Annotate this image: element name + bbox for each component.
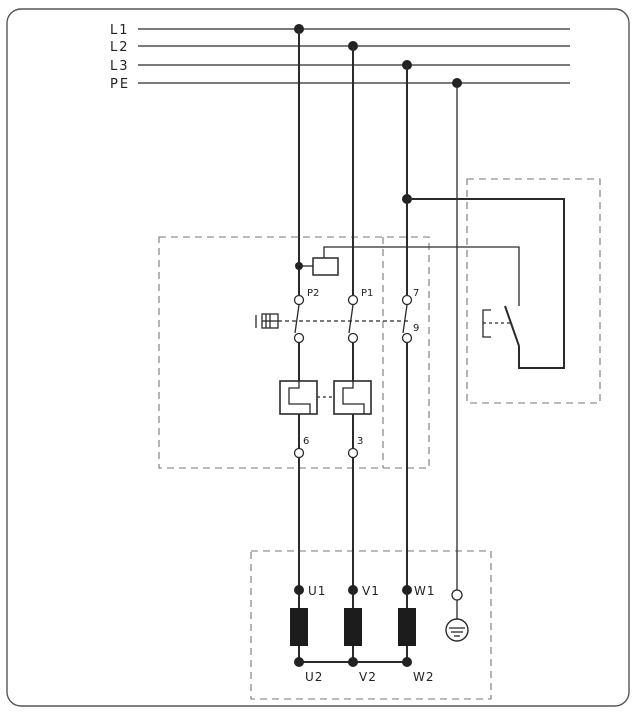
pe-terminal [451,589,463,601]
contact-l1-blade [294,304,300,334]
winding-u-icon [290,608,308,646]
overload-element-l1 [288,381,311,414]
control-circuit [295,194,565,369]
handle-icon [255,313,279,329]
label-p1: P1 [361,288,373,299]
breaker-contacts: P2 P1 7 9 [255,288,419,344]
control-wire-out [407,198,565,369]
earth-terminal [445,589,469,642]
label-u2: U2 [305,670,323,684]
contact-aux-blade [402,304,408,334]
terminal-6 [293,447,305,459]
switch-enclosure [466,178,601,404]
bus-label-pe: PE [110,77,130,92]
contact-aux-top [401,294,413,306]
bus-label-l1: L1 [110,23,130,38]
label-7: 7 [413,288,419,299]
label-9: 9 [413,323,419,334]
terminal-v2 [348,657,358,667]
label-3: 3 [357,436,363,447]
label-6: 6 [303,436,309,447]
coil-icon [312,257,339,276]
terminal-u2 [294,657,304,667]
winding-w-icon [398,608,416,646]
contact-aux-bottom [401,332,413,344]
contact-l2-bottom [347,332,359,344]
supply-bus: L1 L2 L3 PE [110,23,570,92]
label-w1: W1 [414,584,436,598]
label-v1: V1 [362,584,380,598]
ground-icon [445,618,469,642]
bus-label-l2: L2 [110,40,130,55]
terminal-w1 [402,585,412,595]
terminal-3 [347,447,359,459]
motor-enclosure [250,550,492,700]
label-w2: W2 [413,670,435,684]
junction-coil [295,262,303,270]
overload-relays: 6 3 [279,380,372,459]
label-v2: V2 [359,670,377,684]
contact-l2-top [347,294,359,306]
phase-wires [298,29,458,610]
bus-label-l3: L3 [110,59,130,74]
switch-contact-blade [504,305,520,347]
contact-l1-top [293,294,305,306]
motor-windings: U1 V1 W1 U2 V2 W2 [290,584,436,684]
contact-l2-blade [348,304,354,334]
terminal-w2 [402,657,412,667]
label-u1: U1 [308,584,326,598]
control-wire-return [323,246,520,306]
contact-l1-bottom [293,332,305,344]
label-p2: P2 [307,288,319,299]
winding-v-icon [344,608,362,646]
outer-frame [6,8,630,707]
enclosures [158,178,601,700]
overload-element-l2 [342,381,365,414]
terminal-u1 [294,585,304,595]
breaker-enclosure [158,236,430,469]
terminal-v1 [348,585,358,595]
